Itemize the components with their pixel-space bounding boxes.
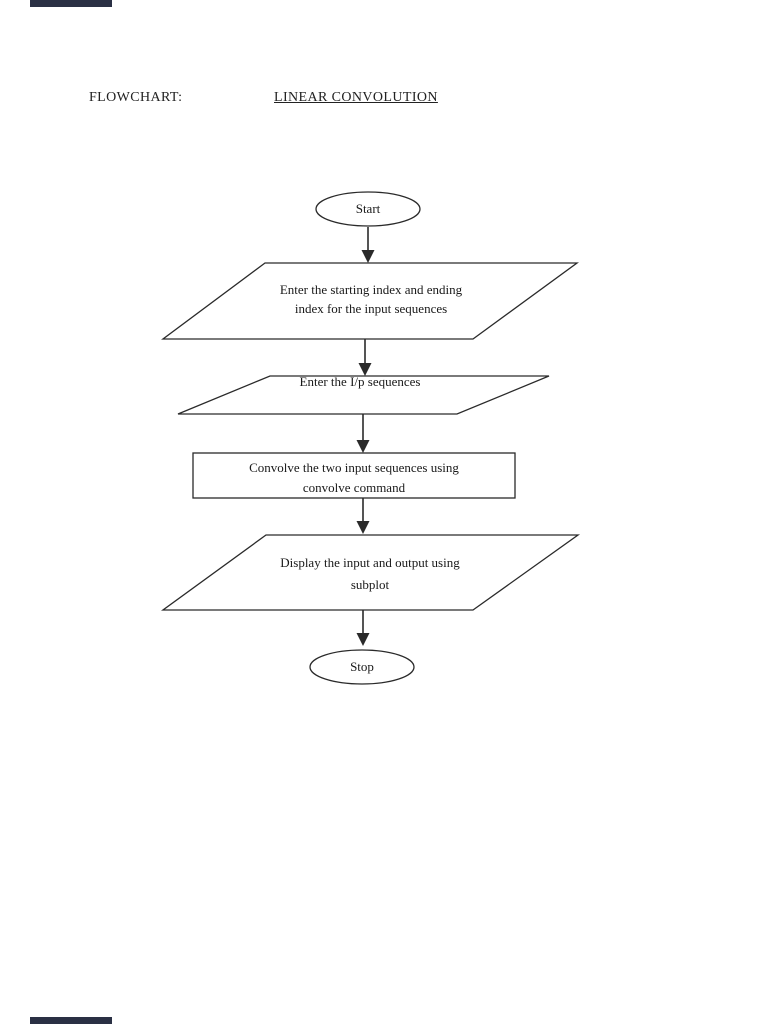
input-indices-parallelogram — [161, 262, 579, 340]
page-edge-marker-bottom — [30, 1017, 112, 1024]
input-indices-label: Enter the starting index and ending inde… — [221, 280, 521, 318]
connector-4-arrowhead-icon — [356, 521, 370, 534]
stop-label: Stop — [350, 659, 374, 674]
convolve-line-2: convolve command — [302, 480, 406, 495]
display-line-2: subplot — [350, 577, 390, 592]
connector-1-arrowhead-icon — [361, 250, 375, 263]
connector-3-arrowhead-icon — [356, 440, 370, 453]
start-terminator-shape — [315, 191, 421, 227]
display-line-1: Display the input and output using — [280, 555, 460, 570]
input-indices-line-2: index for the input sequences — [294, 301, 448, 316]
convolve-line-1: Convolve the two input sequences using — [249, 460, 459, 475]
input-sequences-label: Enter the I/p sequences — [299, 374, 421, 389]
document-header: FLOWCHART: LINEAR CONVOLUTION — [0, 90, 768, 110]
start-label: Start — [355, 201, 381, 216]
display-parallelogram — [161, 534, 581, 611]
input-indices-line-1: Enter the starting index and ending — [279, 282, 463, 297]
flowchart-label: FLOWCHART: — [89, 90, 183, 105]
convolve-label: Convolve the two input sequences using c… — [204, 458, 504, 498]
stop-terminator-shape — [309, 649, 415, 685]
page-edge-marker-top — [30, 0, 112, 7]
input-sequences-parallelogram — [177, 375, 550, 415]
convolve-process-rectangle — [192, 452, 516, 499]
connector-5-arrowhead-icon — [356, 633, 370, 646]
page-title: LINEAR CONVOLUTION — [274, 90, 438, 105]
connector-2-arrowhead-icon — [358, 363, 372, 376]
display-label: Display the input and output using subpl… — [220, 552, 520, 596]
